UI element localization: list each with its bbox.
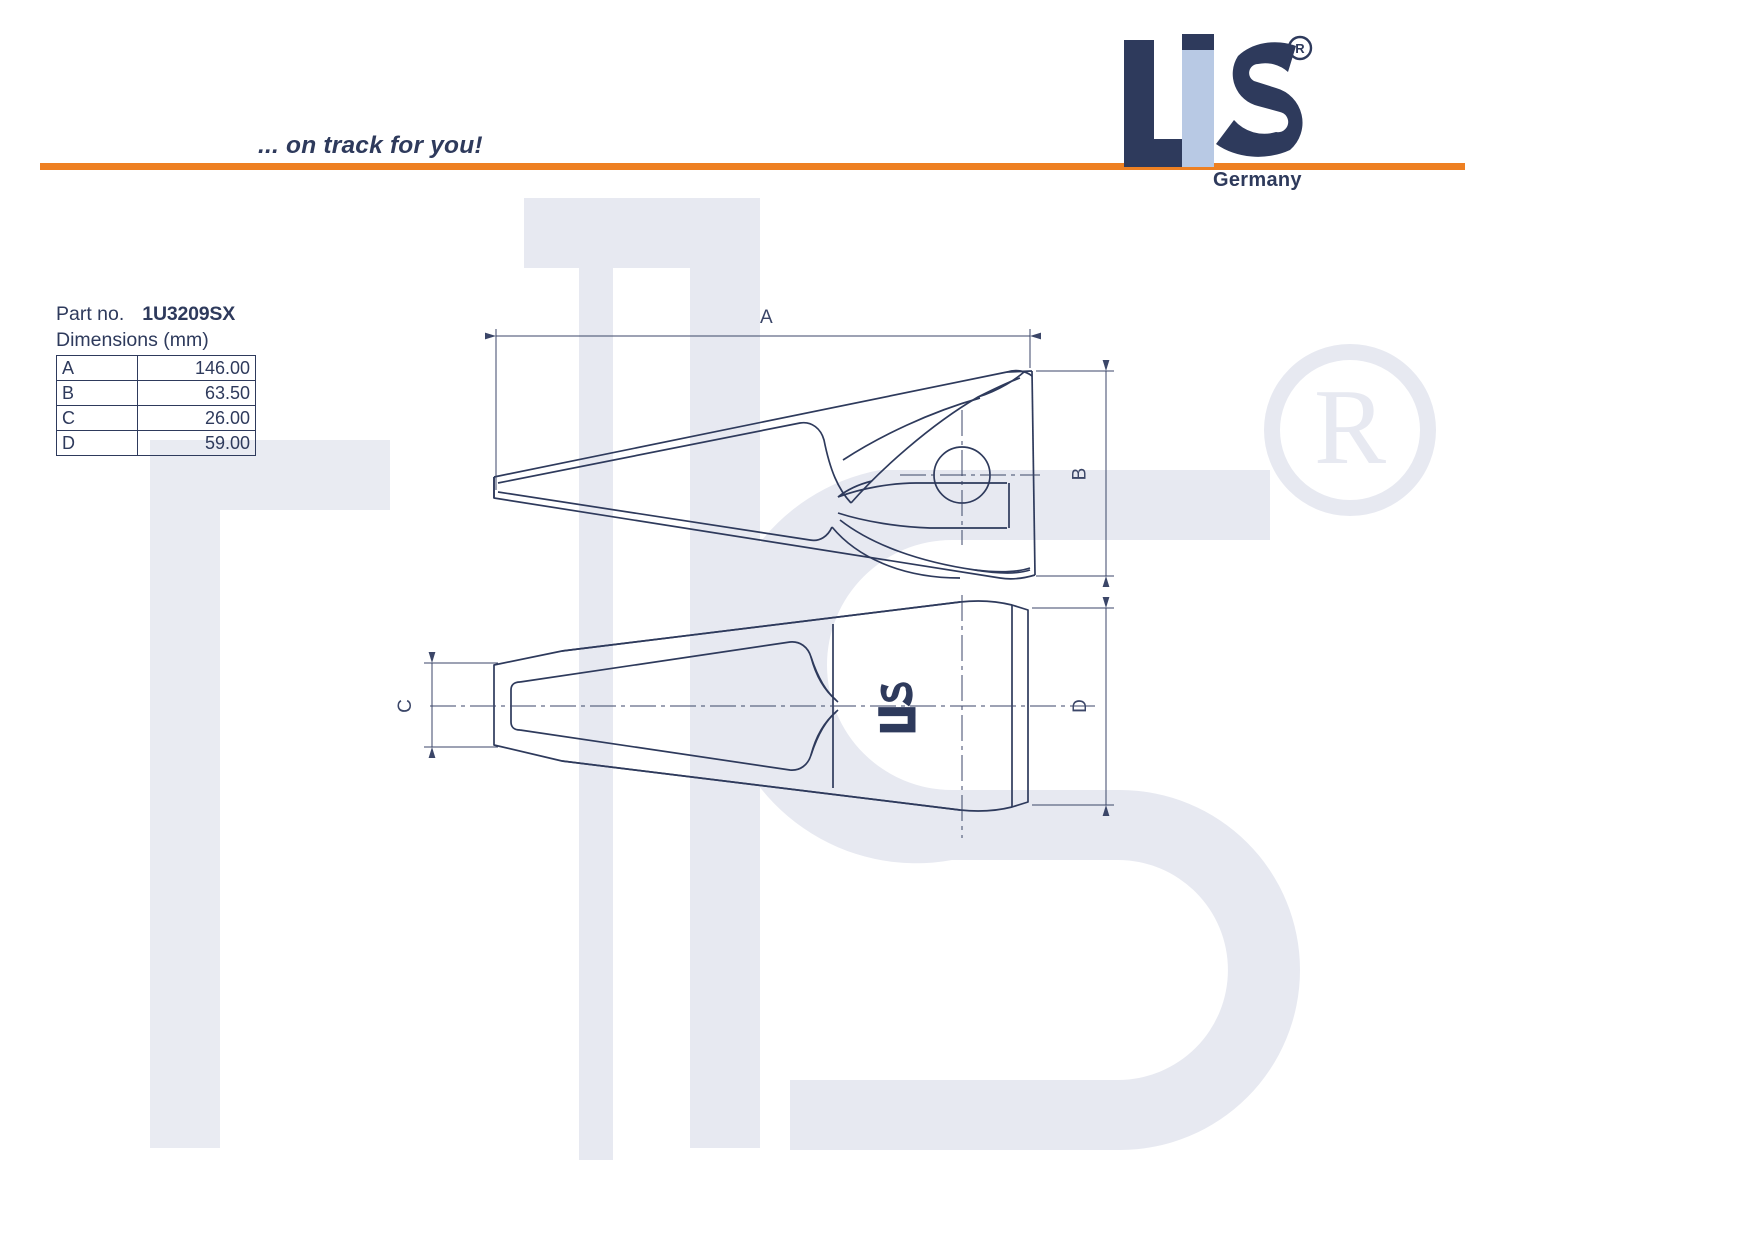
svg-text:R: R xyxy=(1314,368,1386,487)
dimension-label-d: D xyxy=(1069,699,1091,713)
part-info-block: Part no. 1U3209SX Dimensions (mm) A 146.0… xyxy=(56,303,256,456)
table-row: C 26.00 xyxy=(56,405,256,431)
part-number-line: Part no. 1U3209SX xyxy=(56,303,256,326)
dimension-a xyxy=(485,329,1041,490)
dimension-value: 146.00 xyxy=(137,355,256,381)
table-row: D 59.00 xyxy=(56,430,256,456)
svg-text:R: R xyxy=(1295,41,1305,56)
side-view xyxy=(493,369,1036,580)
dimension-value: 26.00 xyxy=(137,405,256,431)
logo-letter-s xyxy=(1216,42,1303,157)
dimension-value: 63.50 xyxy=(137,380,256,406)
part-number-label: Part no. xyxy=(56,303,125,325)
header-rule xyxy=(40,163,1465,170)
dimension-label-a: A xyxy=(760,307,773,328)
side-view-hole xyxy=(933,446,991,504)
watermark-glyph-s xyxy=(717,470,1300,1150)
watermark-glyph-i xyxy=(150,440,390,1148)
lis-logo: R xyxy=(1124,34,1313,167)
dimension-key: B xyxy=(56,380,138,406)
dimension-label-b: B xyxy=(1069,467,1091,481)
dimensions-caption: Dimensions (mm) xyxy=(56,329,209,351)
logo-letter-i xyxy=(1182,34,1214,167)
watermark-glyph-l xyxy=(524,198,760,1148)
plan-view-centerlines xyxy=(430,595,1095,838)
side-view-centerlines xyxy=(900,410,1040,545)
plan-view xyxy=(493,600,1029,812)
tagline: ... on track for you! xyxy=(258,132,483,159)
table-row: A 146.00 xyxy=(56,355,256,381)
dimension-key: C xyxy=(56,405,138,431)
watermark-registered-icon: R xyxy=(1264,344,1436,516)
dimensions-table: A 146.00 B 63.50 C 26.00 D 59.00 xyxy=(56,355,256,456)
logo-country-label: Germany xyxy=(1213,169,1302,191)
lis-stamp xyxy=(878,682,916,733)
part-number-value: 1U3209SX xyxy=(142,303,236,325)
dimension-value: 59.00 xyxy=(137,430,256,456)
table-row: B 63.50 xyxy=(56,380,256,406)
page-header: ... on track for you! R Germany xyxy=(0,0,1755,200)
logo-registered-icon: R xyxy=(1287,35,1313,61)
dimension-c xyxy=(424,652,498,758)
dimension-key: D xyxy=(56,430,138,456)
logo-letter-l xyxy=(1124,40,1210,167)
dimension-key: A xyxy=(56,355,138,381)
dimension-label-c: C xyxy=(394,699,416,713)
